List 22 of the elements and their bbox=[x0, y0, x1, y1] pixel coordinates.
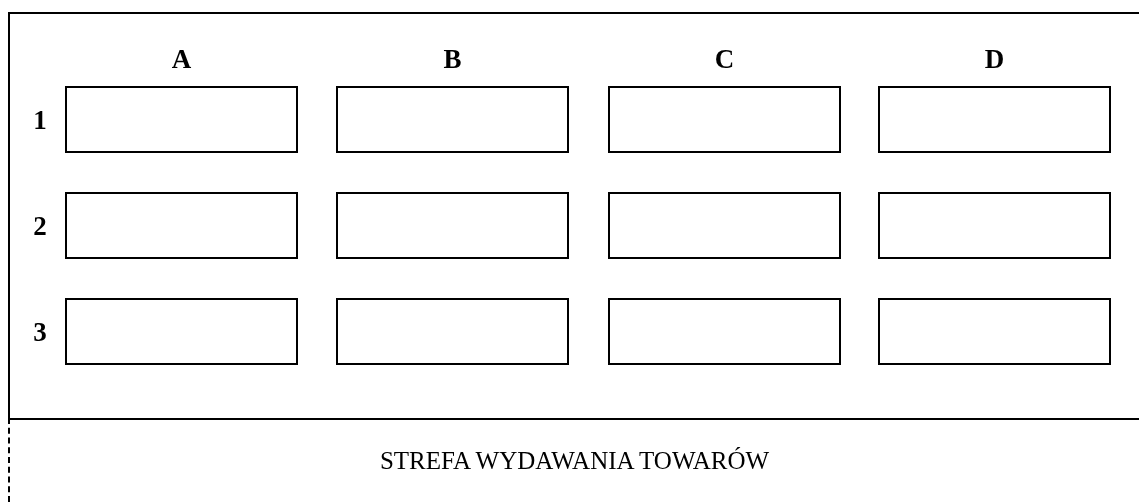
column-heading: C bbox=[713, 44, 736, 74]
row-number: 1 bbox=[32, 105, 48, 135]
zone-label: STREFA WYDAWANIA TOWARÓW bbox=[379, 447, 770, 475]
storage-slot bbox=[878, 86, 1111, 153]
storage-slot bbox=[336, 192, 569, 259]
storage-slot bbox=[65, 86, 298, 153]
column-heading: B bbox=[442, 44, 463, 74]
column-heading: A bbox=[170, 44, 193, 74]
storage-slot bbox=[608, 86, 841, 153]
storage-slot bbox=[65, 192, 298, 259]
storage-slot bbox=[878, 298, 1111, 365]
storage-slot bbox=[65, 298, 298, 365]
storage-slot bbox=[608, 192, 841, 259]
storage-slot bbox=[878, 192, 1111, 259]
storage-slot bbox=[336, 86, 569, 153]
storage-slot bbox=[336, 298, 569, 365]
row-number: 2 bbox=[32, 211, 48, 241]
storage-slot bbox=[608, 298, 841, 365]
zone-band bbox=[8, 418, 1139, 502]
storage-area bbox=[8, 12, 1139, 420]
column-heading: D bbox=[983, 44, 1006, 74]
row-number: 3 bbox=[32, 317, 48, 347]
